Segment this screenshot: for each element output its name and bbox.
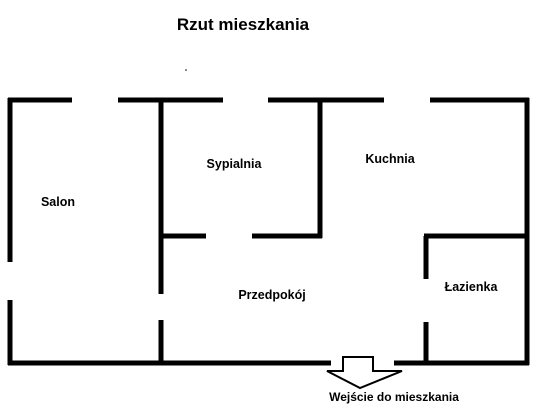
entrance-label: Wejście do mieszkania — [329, 390, 459, 404]
room-label-kuchnia: Kuchnia — [365, 152, 415, 166]
outer-walls — [7, 97, 530, 366]
room-label-sypialnia: Sypialnia — [207, 157, 263, 171]
down-arrow-icon — [326, 356, 403, 390]
stray-dot — [185, 69, 187, 71]
plan-title: Rzut mieszkania — [177, 15, 310, 34]
inner-walls — [158, 100, 529, 365]
room-label-przedpokoj: Przedpokój — [238, 288, 305, 302]
room-label-salon: Salon — [41, 195, 75, 209]
room-label-lazienka: Łazienka — [445, 280, 499, 294]
